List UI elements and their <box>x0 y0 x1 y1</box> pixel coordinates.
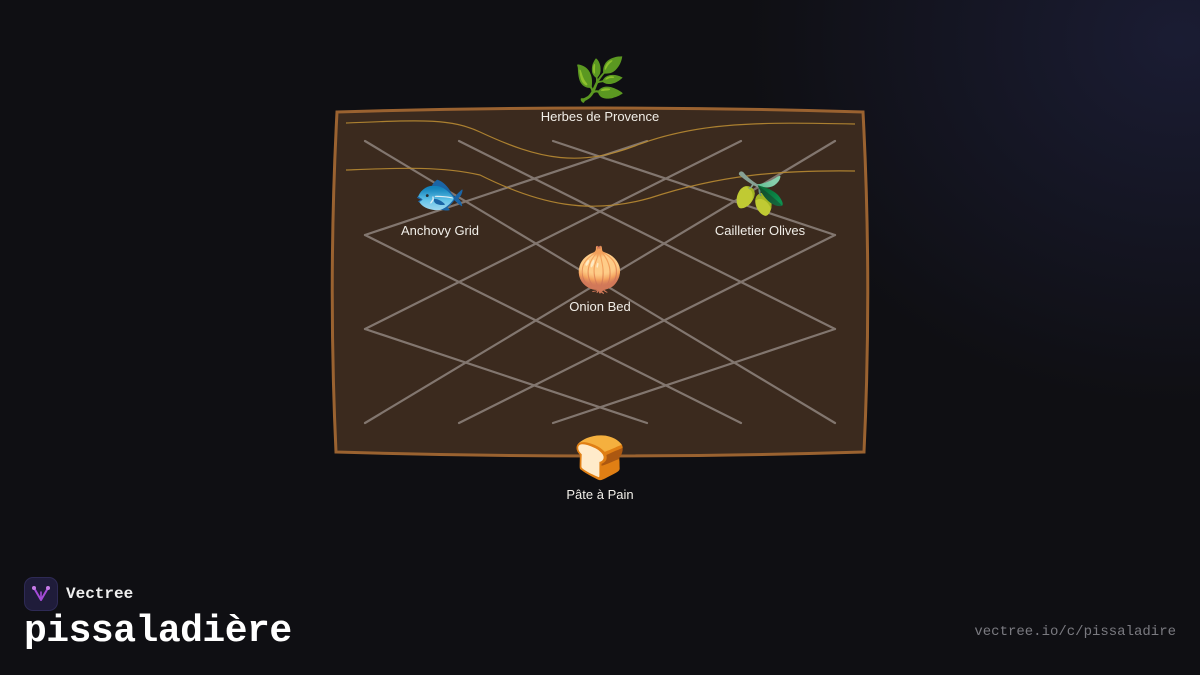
vectree-logo-icon <box>24 577 58 611</box>
lattice-strip <box>363 139 837 425</box>
onion-icon: 🧅 <box>573 245 627 294</box>
lattice-strip <box>363 233 743 425</box>
node-label: Pâte à Pain <box>566 487 634 502</box>
olive-icon: 🫒 <box>733 169 787 218</box>
page-url[interactable]: vectree.io/c/pissaladire <box>974 624 1176 640</box>
herb-wave-upper <box>345 120 856 159</box>
lattice-strip <box>363 139 649 237</box>
lattice-strip <box>457 139 837 331</box>
brand-name: Vectree <box>66 585 134 603</box>
node-label: Herbes de Provence <box>540 109 660 124</box>
node-label: Cailletier Olives <box>714 223 806 238</box>
node-anchovy-grid: 🐟 Anchovy Grid <box>340 169 540 239</box>
node-onion-bed: 🧅 Onion Bed <box>500 245 700 315</box>
fish-icon: 🐟 <box>413 169 467 218</box>
node-herbes-de-provence: 🌿 Herbes de Provence <box>500 55 700 125</box>
herb-waves <box>345 120 856 207</box>
node-label: Anchovy Grid <box>400 223 480 238</box>
node-pate-a-pain: 🍞 Pâte à Pain <box>500 433 700 503</box>
page-title: pissaladière <box>24 610 292 653</box>
herb-wave-lower <box>345 167 856 207</box>
bread-icon: 🍞 <box>573 433 627 482</box>
herb-sprig-icon: 🌿 <box>573 55 627 104</box>
lattice-strip <box>457 233 837 425</box>
lattice-strip <box>363 139 743 331</box>
node-label: Onion Bed <box>569 299 631 314</box>
node-cailletier-olives: 🫒 Cailletier Olives <box>660 169 860 239</box>
anchovy-lattice <box>363 139 837 425</box>
lattice-strip <box>551 327 837 425</box>
